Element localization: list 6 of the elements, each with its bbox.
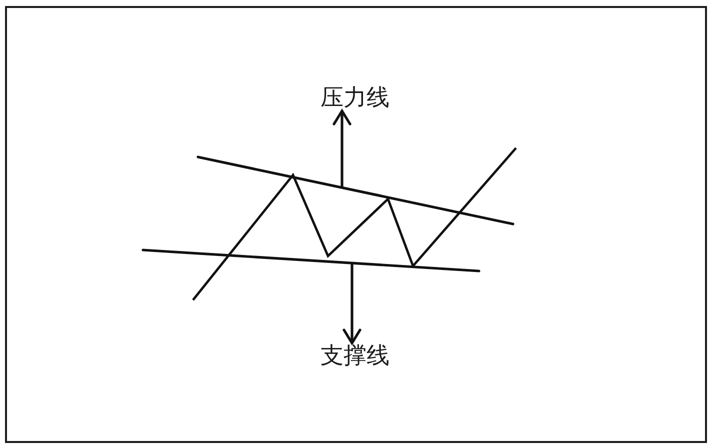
trend-line [196,156,514,226]
arrow [342,263,362,344]
line-label: 支撑线 [316,343,394,369]
line-label: 压力线 [316,85,394,111]
arrow [332,110,352,188]
trend-line [142,248,480,272]
